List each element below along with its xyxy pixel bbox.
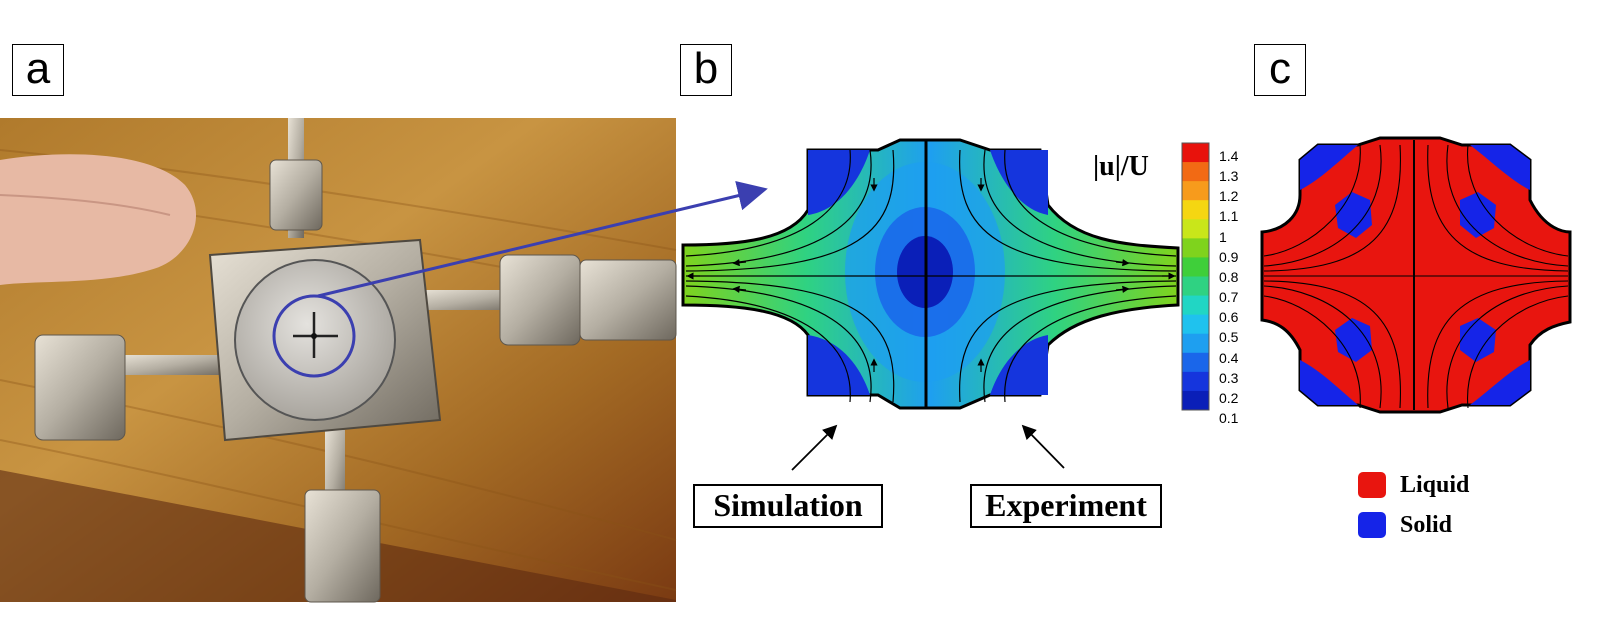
panel-label-a: a bbox=[12, 44, 64, 96]
simulation-label: Simulation bbox=[693, 484, 883, 528]
colorbar-cell bbox=[1182, 200, 1209, 220]
colorbar-cell bbox=[1182, 143, 1209, 163]
colorbar-cell bbox=[1182, 314, 1209, 335]
colorbar-cell bbox=[1182, 276, 1209, 297]
colorbar-cell bbox=[1182, 238, 1209, 258]
photo-device bbox=[0, 118, 677, 603]
colorbar-cell bbox=[1182, 390, 1209, 411]
colorbar-cell bbox=[1182, 352, 1209, 373]
colorbar-cell bbox=[1182, 295, 1209, 316]
zoom-arrow bbox=[317, 180, 768, 298]
colorbar-cell bbox=[1182, 333, 1209, 354]
colorbar-tick-label: 0.3 bbox=[1219, 369, 1239, 386]
colorbar bbox=[1181, 142, 1210, 411]
colorbar-tick-label: 0.5 bbox=[1219, 329, 1239, 346]
legend-swatch-solid bbox=[1358, 512, 1386, 538]
experiment-pointer bbox=[1021, 424, 1065, 469]
colorbar-tick-label: 0.7 bbox=[1219, 289, 1239, 306]
colorbar-tick-label: 0.4 bbox=[1219, 349, 1239, 366]
legend-label-liquid: Liquid bbox=[1400, 472, 1470, 498]
simulation-pointer bbox=[791, 424, 838, 471]
phase-map bbox=[1260, 136, 1572, 414]
colorbar-tick-label: 0.2 bbox=[1219, 389, 1239, 406]
colorbar-tick-label: 1 bbox=[1219, 228, 1227, 245]
colorbar-tick-label: 0.8 bbox=[1219, 268, 1239, 285]
legend-label-solid: Solid bbox=[1400, 512, 1453, 538]
colorbar-tick-label: 1.4 bbox=[1219, 148, 1239, 164]
colorbar-tick-label: 0.1 bbox=[1219, 410, 1239, 426]
colorbar-tick-label: 0.9 bbox=[1219, 248, 1239, 265]
experiment-label: Experiment bbox=[970, 484, 1162, 528]
colorbar-title: |u|/U bbox=[1093, 151, 1149, 182]
colorbar-tick-label: 1.3 bbox=[1219, 168, 1239, 185]
colorbar-cell bbox=[1182, 257, 1209, 277]
colorbar-border bbox=[1181, 142, 1210, 411]
colorbar-tick-label: 1.1 bbox=[1219, 208, 1239, 225]
colorbar-cell bbox=[1182, 371, 1209, 392]
colorbar-cell bbox=[1182, 181, 1209, 201]
legend-swatch-liquid bbox=[1358, 472, 1386, 498]
colorbar-cell bbox=[1182, 219, 1209, 239]
flow-field-simulation bbox=[681, 138, 1180, 410]
colorbar-cell bbox=[1182, 162, 1209, 182]
panel-label-b: b bbox=[680, 44, 732, 96]
colorbar-tick-label: 0.6 bbox=[1219, 309, 1239, 326]
panel-label-c: c bbox=[1254, 44, 1306, 96]
colorbar-tick-label: 1.2 bbox=[1219, 188, 1239, 205]
